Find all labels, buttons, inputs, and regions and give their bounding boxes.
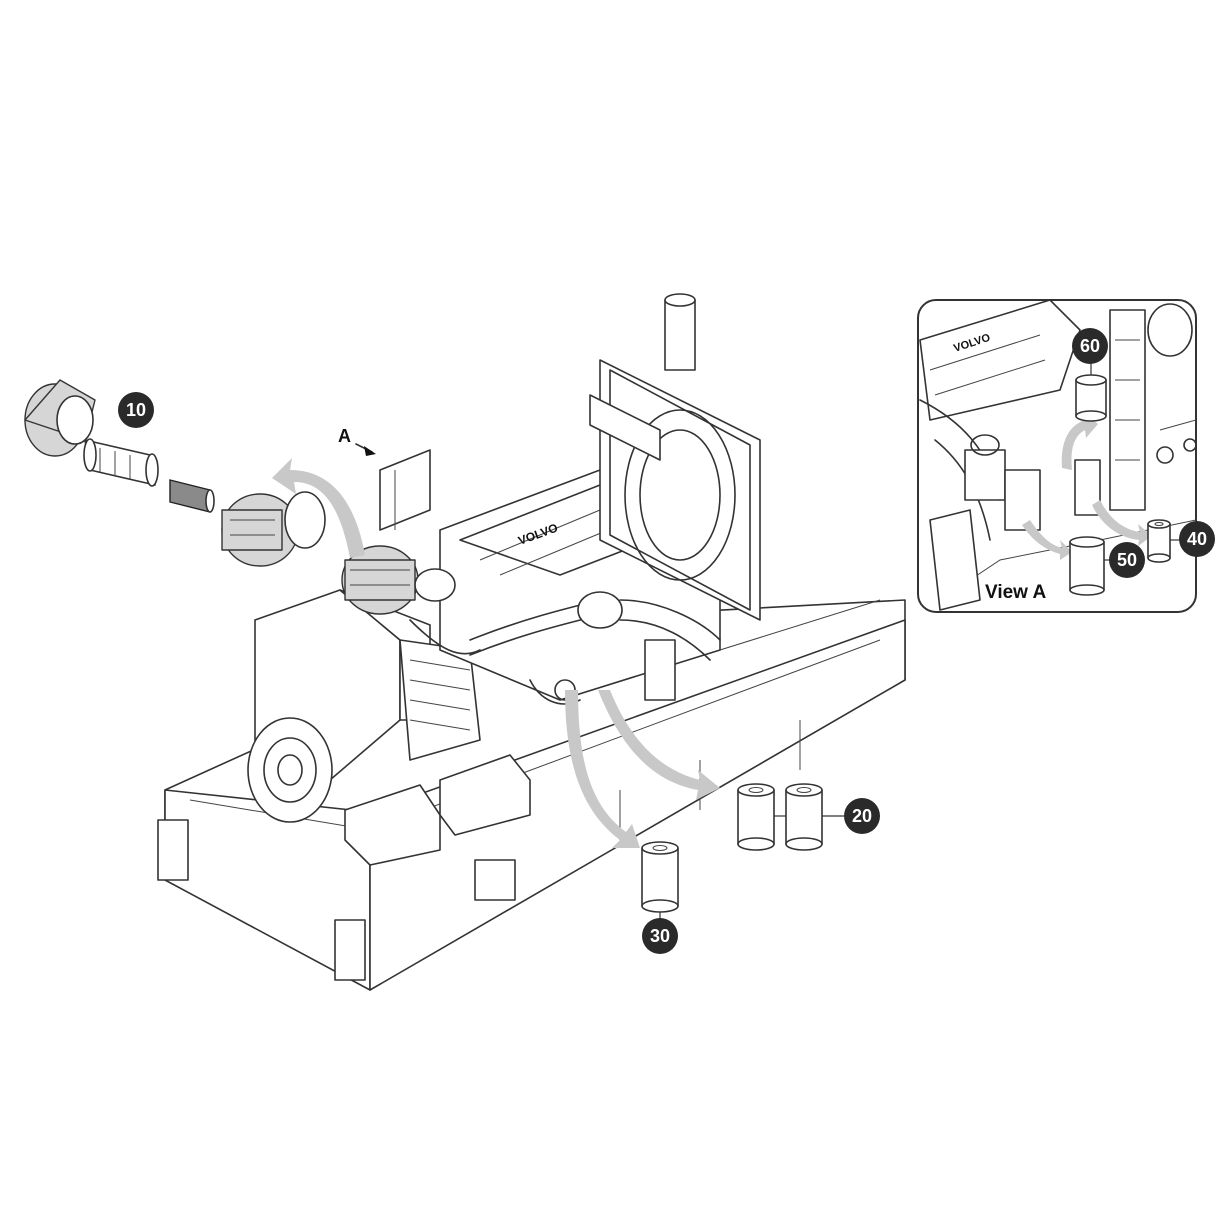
safety-filter-element — [169, 479, 215, 513]
removal-arrow-inset-40 — [1092, 500, 1152, 546]
battery — [344, 754, 531, 866]
radiator — [589, 293, 761, 621]
view-marker-label: A — [338, 426, 351, 446]
removal-arrow-oil-filter — [565, 690, 640, 848]
callout-20: 20 — [844, 798, 880, 834]
bracket — [379, 449, 431, 531]
inset-filter-60 — [1075, 374, 1107, 422]
callout-40: 40 — [1179, 521, 1215, 557]
air-cleaner-housing — [341, 545, 481, 655]
callout-10: 10 — [118, 392, 154, 428]
air-filter-housing — [221, 491, 326, 567]
removal-arrow-inset-50 — [1022, 520, 1072, 560]
removal-arrow-fuel-filters — [598, 690, 720, 800]
callout-60: 60 — [1072, 328, 1108, 364]
inset-filter-50 — [1069, 536, 1105, 596]
fuel-filter-canister — [737, 783, 775, 851]
callout-30: 30 — [642, 918, 678, 954]
callout-label: 50 — [1117, 550, 1137, 570]
removal-arrow-inset-60 — [1061, 412, 1098, 470]
inset-title: View A — [985, 582, 1047, 603]
view-a-inset: VOLVO — [917, 299, 1197, 613]
air-filter-cover — [24, 379, 96, 457]
view-marker: A — [338, 426, 376, 456]
callout-label: 10 — [126, 400, 146, 420]
inset-filter-40 — [1147, 519, 1171, 563]
air-filter-element — [83, 438, 159, 487]
callout-label: 20 — [852, 806, 872, 826]
callout-label: 60 — [1080, 336, 1100, 356]
removal-arrow-air-filter — [272, 458, 365, 558]
oil-filter-canister — [641, 841, 679, 913]
callout-label: 40 — [1187, 529, 1207, 549]
callout-label: 30 — [650, 926, 670, 946]
callout-50: 50 — [1109, 542, 1145, 578]
fuel-filter-canister — [785, 783, 823, 851]
